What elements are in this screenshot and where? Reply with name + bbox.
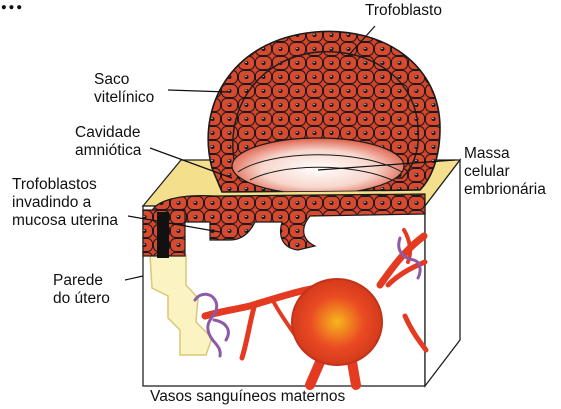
invading-trophoblast-column [143,210,185,258]
label-cavidade-amniotica: Cavidade amniótica [75,124,141,160]
label-trofoblastos-line-3: mucosa uterina [12,212,118,230]
invasion-marker-bar [157,212,169,258]
title-fragment: ... [0,0,23,15]
label-saco-vitelinico: Saco vitelínico [94,71,154,107]
label-trofoblasto: Trofoblasto [365,2,442,20]
label-massa-celular: Massa celular embrionária [464,145,546,199]
label-parede-line-2: do útero [53,290,110,308]
label-massa-line-2: celular [464,163,546,181]
label-trofoblastos-line-2: invadindo a [12,194,118,212]
blood-vessel-node [292,279,382,365]
label-trofoblastos-invadindo: Trofoblastos invadindo a mucosa uterina [12,176,118,230]
label-massa-line-3: embrionária [464,181,546,199]
label-trofoblastos-line-1: Trofoblastos [12,176,118,194]
label-massa-line-1: Massa [464,145,546,163]
label-parede-utero: Parede do útero [53,272,110,308]
label-saco-line-2: vitelínico [94,89,154,107]
label-saco-line-1: Saco [94,71,154,89]
label-vasos-sanguineos: Vasos sanguíneos maternos [150,388,345,406]
label-cavidade-line-2: amniótica [75,142,141,160]
label-parede-line-1: Parede [53,272,110,290]
label-cavidade-line-1: Cavidade [75,124,141,142]
